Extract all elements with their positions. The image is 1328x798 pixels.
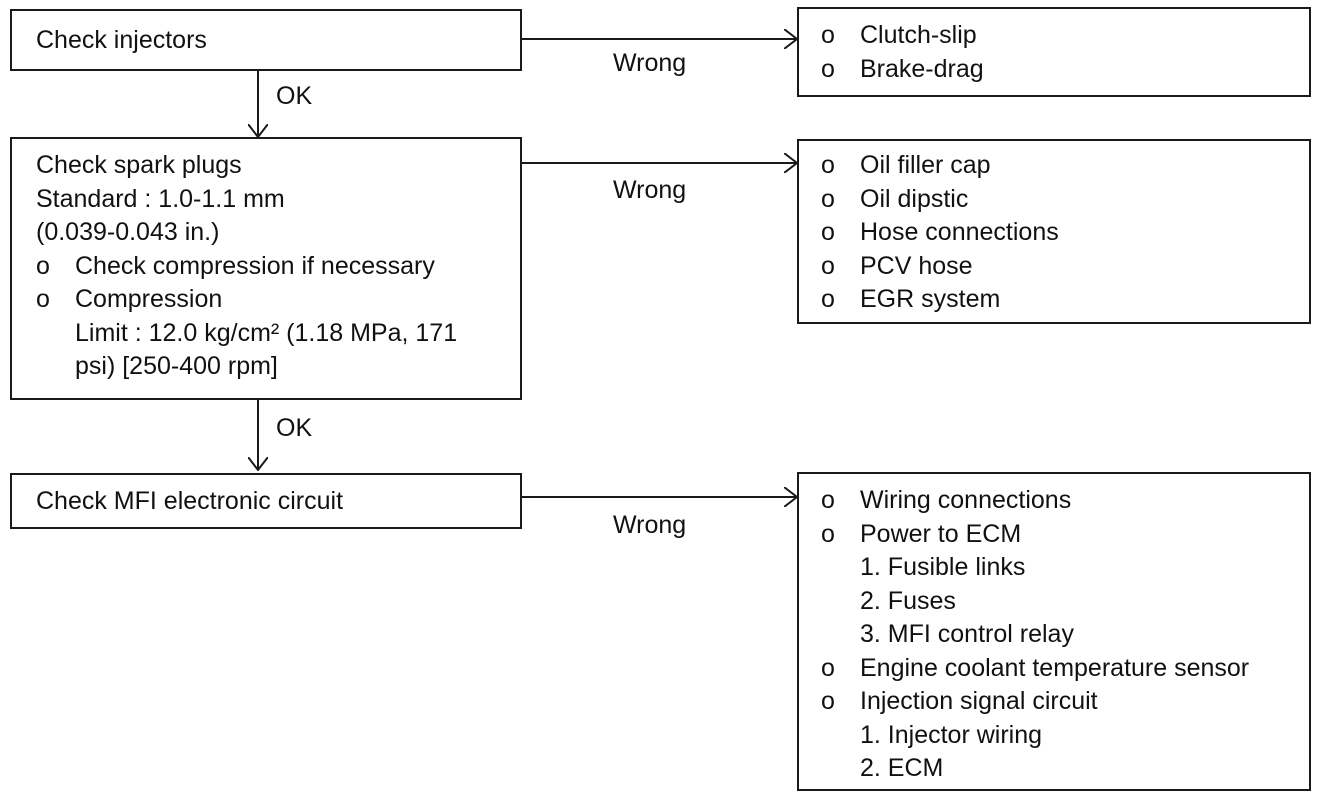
bullet-marker: o xyxy=(821,687,835,715)
list-item: o PCV hose xyxy=(799,250,1309,284)
bullet-marker: o xyxy=(36,251,50,280)
step-title: Check MFI electronic circuit xyxy=(36,487,344,515)
list-item: o Engine coolant temperature sensor xyxy=(799,652,1309,686)
list-item: o Injection signal circuit xyxy=(799,685,1309,719)
label-wrong-3: Wrong xyxy=(613,511,687,539)
bullet-marker: o xyxy=(821,184,835,213)
item-text: 1. Fusible links xyxy=(860,553,1026,581)
item-text: PCV hose xyxy=(860,251,973,280)
spark-line: Standard : 1.0-1.1 mm xyxy=(12,183,520,216)
bullet-marker: o xyxy=(821,21,835,49)
bullet-marker: o xyxy=(821,151,835,179)
list-item: o EGR system xyxy=(799,283,1309,317)
list-item: o Clutch-slip xyxy=(799,19,1309,53)
list-item: o Oil dipstic xyxy=(799,183,1309,217)
item-text: (0.039-0.043 in.) xyxy=(36,218,220,246)
bullet-marker: o xyxy=(821,486,835,514)
bullet-marker: o xyxy=(821,519,835,548)
item-text: Brake-drag xyxy=(860,54,984,83)
step-check-injectors: Check injectors xyxy=(10,9,522,71)
bullet-marker: o xyxy=(36,285,50,313)
item-text: Power to ECM xyxy=(860,519,1022,548)
item-text: Engine coolant temperature sensor xyxy=(860,653,1250,682)
step-title: Check injectors xyxy=(36,26,207,54)
item-text: Check compression if necessary xyxy=(75,251,435,280)
label-wrong-2: Wrong xyxy=(613,176,687,204)
list-item: o Oil filler cap xyxy=(799,149,1309,183)
list-item: o Hose connections xyxy=(799,216,1309,250)
item-text: Compression xyxy=(75,285,223,313)
list-item: 2. Fuses xyxy=(799,585,1309,619)
list-item: o Power to ECM xyxy=(799,518,1309,552)
step-check-mfi-circuit: Check MFI electronic circuit xyxy=(10,473,522,529)
item-text: Oil filler cap xyxy=(860,151,991,179)
label-ok-2: OK xyxy=(276,414,313,442)
item-text: Wiring connections xyxy=(860,486,1072,514)
item-text: Limit : 12.0 kg/cm² (1.18 MPa, 171 xyxy=(75,318,458,347)
item-text: Clutch-slip xyxy=(860,21,977,49)
list-item: 2. ECM xyxy=(799,752,1309,786)
item-text: Hose connections xyxy=(860,218,1059,246)
list-item: 1. Fusible links xyxy=(799,551,1309,585)
bullet-marker: o xyxy=(821,285,835,313)
item-text: 1. Injector wiring xyxy=(860,720,1043,749)
spark-line: psi) [250-400 rpm] xyxy=(12,350,520,383)
spark-line: Check spark plugs xyxy=(12,149,520,182)
item-text: EGR system xyxy=(860,285,1001,313)
bullet-marker: o xyxy=(821,251,835,280)
list-item: 1. Injector wiring xyxy=(799,719,1309,753)
list-item: o Wiring connections xyxy=(799,484,1309,518)
item-text: 2. Fuses xyxy=(860,586,956,615)
item-text: Check spark plugs xyxy=(36,151,242,179)
bullet-marker: o xyxy=(821,54,835,83)
list-item: o Brake-drag xyxy=(799,53,1309,87)
item-text: Oil dipstic xyxy=(860,184,969,213)
spark-line: o Compression xyxy=(12,283,520,316)
item-text: 2. ECM xyxy=(860,754,944,782)
bullet-marker: o xyxy=(821,653,835,682)
label-wrong-1: Wrong xyxy=(613,49,687,77)
item-text: psi) [250-400 rpm] xyxy=(75,352,278,380)
bullet-marker: o xyxy=(821,218,835,246)
spark-line: o Check compression if necessary xyxy=(12,250,520,283)
item-text: Injection signal circuit xyxy=(860,687,1098,715)
item-text: Standard : 1.0-1.1 mm xyxy=(36,184,285,213)
list-item: 3. MFI control relay xyxy=(799,618,1309,652)
item-text: 3. MFI control relay xyxy=(860,620,1074,648)
label-ok-1: OK xyxy=(276,82,313,110)
spark-line: Limit : 12.0 kg/cm² (1.18 MPa, 171 xyxy=(12,317,520,350)
spark-line: (0.039-0.043 in.) xyxy=(12,216,520,249)
